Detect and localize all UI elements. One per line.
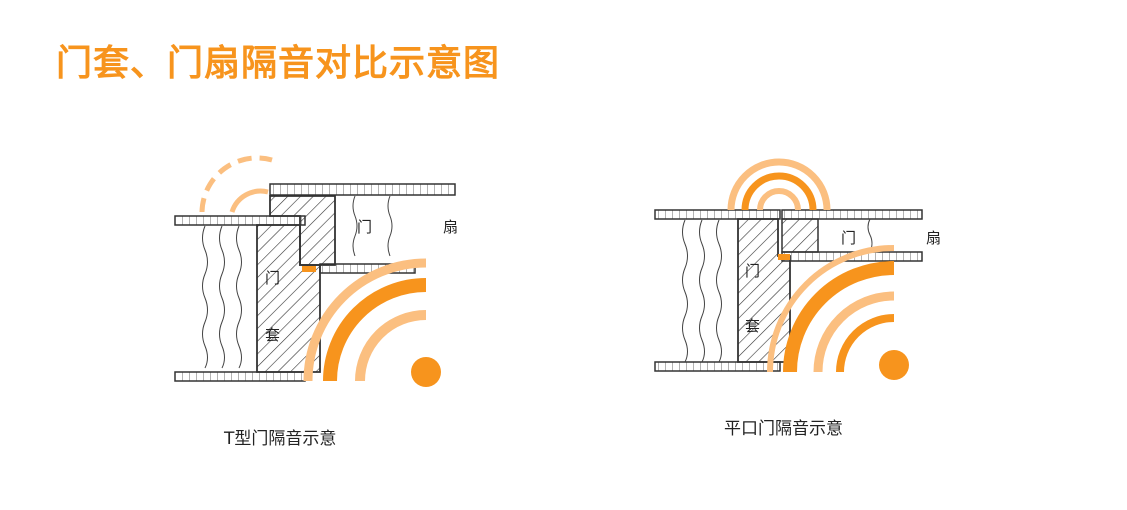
t-wall-texture [202, 225, 242, 369]
t-caption: T型门隔音示意 [223, 429, 336, 449]
flat-door-diagram: 门 扇 门 套 平口门隔音示意 [654, 158, 941, 439]
flat-leaf-top-strip [781, 209, 923, 220]
flat-label-leaf-2: 扇 [926, 229, 941, 247]
t-door-diagram: 门 扇 门 套 T型门隔音示意 [174, 155, 458, 449]
flat-wall-top-strip [654, 209, 781, 220]
t-label-frame-2: 套 [265, 326, 280, 344]
t-sound-source-dot [411, 357, 441, 387]
page-title: 门套、门扇隔音对比示意图 [56, 43, 501, 84]
t-label-leaf-2: 扇 [443, 218, 458, 236]
flat-leaf-edge [781, 218, 819, 253]
flat-leaf-texture [867, 218, 873, 253]
flat-label-frame-2: 套 [745, 317, 760, 335]
flat-wall-texture [682, 219, 722, 363]
t-sound-waves [303, 258, 427, 382]
t-frame-top [269, 195, 336, 266]
t-leaf-bottom-strip [319, 263, 416, 274]
flat-wall-bottom-strip [654, 361, 781, 372]
t-seal-strip [302, 266, 316, 272]
flat-label-leaf-1: 门 [841, 229, 856, 247]
flat-sound-waves [767, 245, 895, 373]
t-leaf-top-strip [269, 183, 456, 196]
t-label-frame-1: 门 [265, 269, 280, 287]
t-wall-top-strip [174, 215, 306, 226]
t-leak-waves [199, 155, 273, 213]
flat-sound-source-dot [879, 350, 909, 380]
flat-caption: 平口门隔音示意 [724, 419, 843, 439]
flat-leak-waves [727, 158, 831, 211]
t-wall-bottom-strip [174, 371, 306, 382]
flat-seal-strip [778, 254, 790, 260]
t-label-leaf-1: 门 [357, 218, 372, 236]
t-leaf-texture [352, 195, 393, 257]
flat-label-frame-1: 门 [745, 262, 760, 280]
